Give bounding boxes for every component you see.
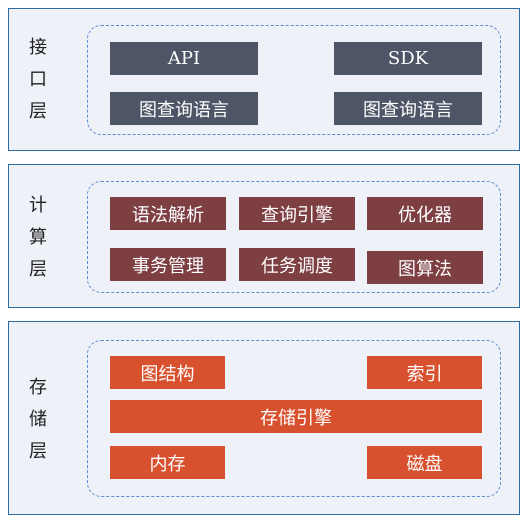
compute-layer-group xyxy=(87,181,501,293)
query-engine-box: 查询引擎 xyxy=(239,197,355,230)
disk-box: 磁盘 xyxy=(367,446,482,479)
storage-layer-group xyxy=(87,340,501,497)
graph-query-language-box-left: 图查询语言 xyxy=(110,92,258,125)
compute-layer-label: 计算层 xyxy=(29,195,47,280)
syntax-parsing-box: 语法解析 xyxy=(110,197,226,230)
index-box: 索引 xyxy=(367,356,482,389)
interface-layer-label: 接口层 xyxy=(29,37,47,122)
storage-engine-box: 存储引擎 xyxy=(110,400,482,433)
memory-box: 内存 xyxy=(110,446,225,479)
task-scheduling-box: 任务调度 xyxy=(239,248,355,281)
api-box: API xyxy=(110,42,258,75)
interface-layer-group xyxy=(87,25,501,135)
transaction-management-box: 事务管理 xyxy=(110,248,226,281)
graph-query-language-box-right: 图查询语言 xyxy=(334,92,482,125)
graph-structure-box: 图结构 xyxy=(110,356,225,389)
optimizer-box: 优化器 xyxy=(367,197,483,230)
storage-layer-label: 存储层 xyxy=(29,377,47,462)
sdk-box: SDK xyxy=(334,42,482,75)
graph-algorithm-box: 图算法 xyxy=(367,251,483,284)
